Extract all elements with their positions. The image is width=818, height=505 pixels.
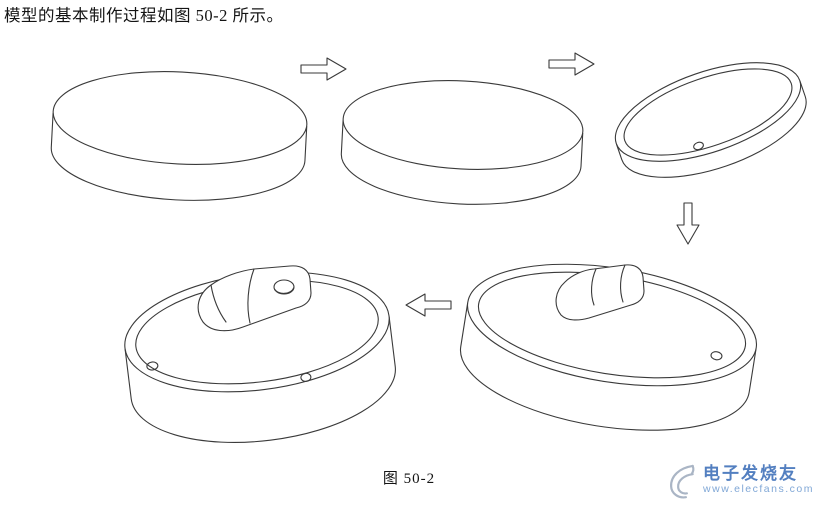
arrow-right-icon	[548, 52, 595, 76]
rim-hole	[710, 351, 723, 361]
rim-hole	[693, 141, 704, 151]
disc-step-3	[614, 62, 807, 178]
surface-hole	[300, 372, 312, 382]
block-on-disc-4	[555, 264, 645, 321]
watermark-url: www.elecfans.com	[703, 482, 814, 495]
arrow-down-icon	[676, 202, 700, 245]
arrow-left-icon	[405, 293, 452, 317]
intro-text: 模型的基本制作过程如图 50-2 所示。	[4, 6, 284, 25]
disc-step-5	[124, 271, 396, 443]
watermark-text: 电子发烧友 www.elecfans.com	[703, 463, 814, 495]
disc-step-4	[459, 263, 758, 431]
swirl-flame-icon	[670, 464, 695, 499]
block-hole	[273, 279, 295, 295]
figure-caption: 图 50-2	[382, 471, 436, 487]
watermark-brand: 电子发烧友	[703, 463, 799, 483]
disc-step-1	[50, 71, 308, 201]
disc-step-2	[340, 80, 584, 205]
watermark: 电子发烧友 www.elecfans.com	[665, 459, 814, 501]
arrow-right-icon	[300, 57, 347, 81]
block-on-disc-5	[197, 265, 312, 332]
rim-hole	[146, 361, 159, 371]
